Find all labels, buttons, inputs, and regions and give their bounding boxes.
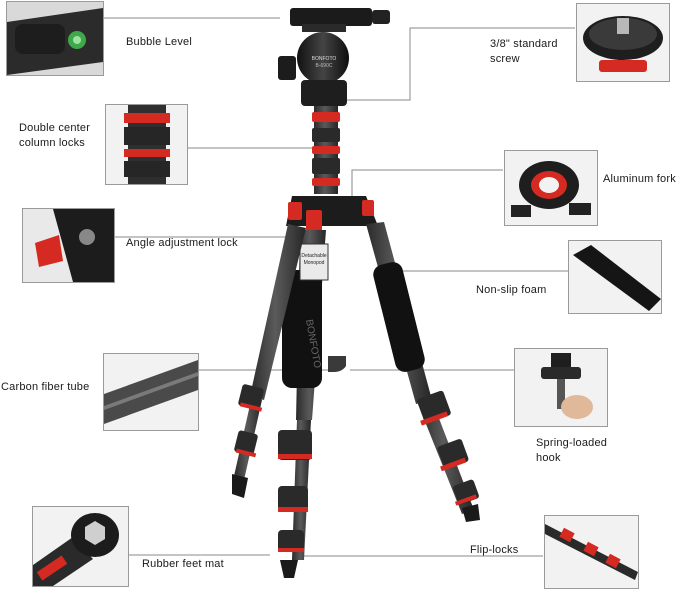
svg-text:Detachable: Detachable bbox=[301, 253, 327, 259]
label-bubble-level: Bubble Level bbox=[126, 36, 193, 48]
label-double-center-locks: Double center column locks bbox=[19, 122, 91, 149]
left-leg: Detachable Monopod BONFOTO bbox=[278, 230, 329, 578]
label-carbon-fiber-tube: Carbon fiber tube bbox=[1, 381, 90, 393]
inset-aluminum-fork bbox=[504, 150, 598, 226]
back-left-leg bbox=[232, 224, 306, 498]
inset-rubber-feet-mat bbox=[32, 506, 129, 587]
inset-center-column-locks bbox=[105, 104, 188, 185]
svg-text:BONFOTO: BONFOTO bbox=[312, 56, 337, 62]
label-spring-loaded-hook: Spring-loaded hook bbox=[536, 437, 608, 464]
svg-text:Monopod: Monopod bbox=[304, 260, 325, 266]
ball-head: B-690C BONFOTO bbox=[278, 8, 390, 106]
label-flip-locks: Flip-locks bbox=[470, 544, 519, 556]
inset-angle-adjustment-lock bbox=[22, 208, 115, 283]
label-angle-adjustment-lock: Angle adjustment lock bbox=[126, 237, 238, 249]
inset-standard-screw bbox=[576, 3, 670, 82]
spider-fork bbox=[286, 196, 378, 232]
inset-flip-locks bbox=[544, 515, 639, 589]
hook bbox=[328, 356, 346, 372]
inset-carbon-fiber-tube bbox=[103, 353, 199, 431]
label-rubber-feet-mat: Rubber feet mat bbox=[142, 558, 224, 570]
inset-bubble-level bbox=[6, 1, 104, 76]
label-non-slip-foam: Non-slip foam bbox=[476, 284, 547, 296]
inset-non-slip-foam bbox=[568, 240, 662, 314]
inset-spring-loaded-hook bbox=[514, 348, 608, 427]
label-standard-screw: 3/8" standard screw bbox=[490, 38, 558, 65]
label-aluminum-fork: Aluminum fork bbox=[603, 173, 676, 185]
center-column bbox=[312, 106, 340, 194]
svg-text:B-690C: B-690C bbox=[316, 63, 333, 69]
right-leg bbox=[366, 222, 480, 522]
